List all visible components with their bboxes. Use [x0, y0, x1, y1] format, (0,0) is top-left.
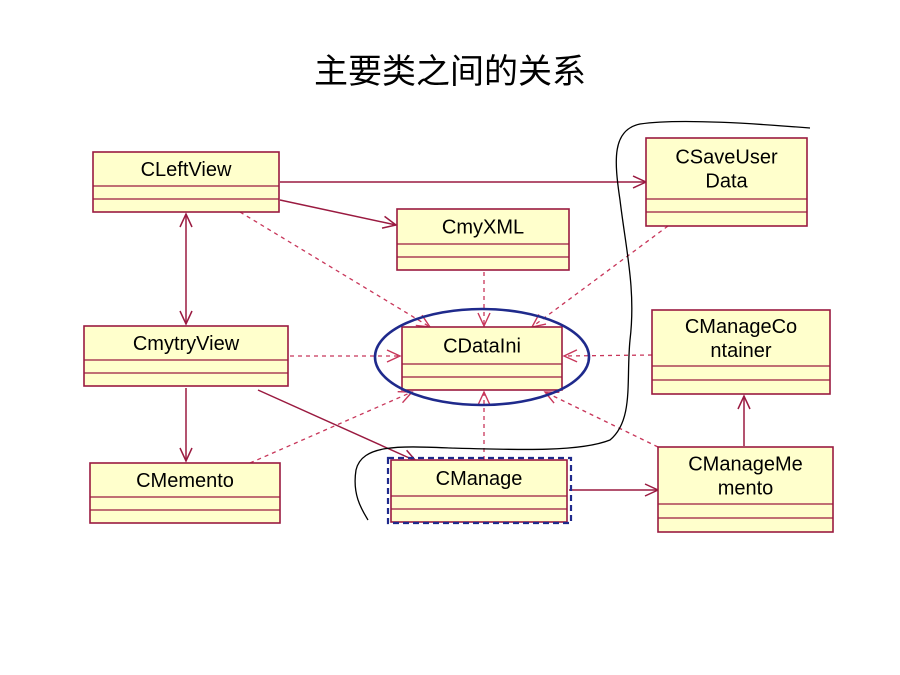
class-name: CmytryView [133, 333, 240, 355]
class-name: CmyXML [442, 217, 524, 239]
class-name: CMemento [136, 470, 234, 492]
relation-cleft-view-to-csave-user-data [280, 175, 648, 189]
relation-cmy-xml-to-cdata-ini [477, 272, 491, 328]
class-name: CSaveUser [675, 147, 778, 169]
class-name: CManageCo [685, 316, 797, 338]
annotations-layer [354, 120, 811, 525]
relation-cmanage-memento-to-cdata-ini [543, 391, 659, 448]
class-name: Data [705, 171, 748, 193]
highlight-dashed-rect-cmanage [386, 456, 573, 525]
class-cmemento[interactable]: CMemento [89, 462, 281, 524]
relation-cmanage-memento-to-cmanage-container [737, 394, 751, 446]
class-cmy-xml[interactable]: CmyXML [396, 208, 570, 271]
class-name: mento [718, 478, 774, 500]
class-cdata-ini[interactable]: CDataIni [401, 326, 563, 391]
relation-cmytry-view-to-cdata-ini [290, 349, 402, 363]
class-cmanage[interactable]: CManage [390, 459, 568, 523]
class-name: CLeftView [141, 159, 232, 181]
class-name: CDataIni [443, 336, 521, 358]
handdrawn-boundary-curve [354, 120, 811, 521]
relation-cmanage-container-to-cdata-ini [562, 349, 653, 363]
relation-cmytry-view-to-cmemento [179, 388, 193, 463]
page-title: 主要类之间的关系 [314, 52, 586, 92]
class-cleft-view[interactable]: CLeftView [92, 151, 280, 213]
class-name: ntainer [710, 340, 771, 362]
highlight-ellipse-cdataini [373, 307, 591, 407]
relation-cleft-view-to-cmy-xml [279, 199, 398, 229]
relation-cmanage-to-cdata-ini [477, 390, 491, 460]
class-cmytry-view[interactable]: CmytryView [83, 325, 289, 387]
relation-cmanage-to-cmanage-memento [569, 483, 660, 497]
class-name: CManage [436, 468, 523, 490]
relation-cmemento-to-cdata-ini [249, 391, 414, 464]
relation-cleft-view-to-cmytry-view [179, 212, 193, 326]
class-name: CManageMe [688, 454, 803, 476]
relations-layer [179, 175, 751, 497]
